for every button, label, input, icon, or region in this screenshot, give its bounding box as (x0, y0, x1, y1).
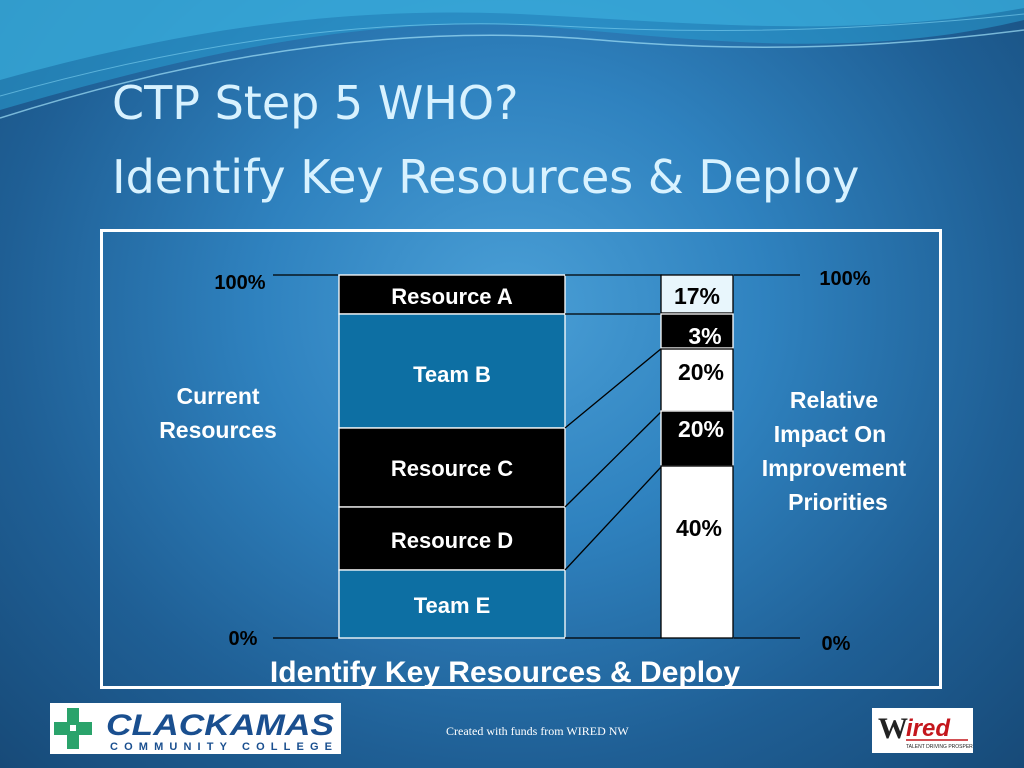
resource-c-block (338, 427, 566, 508)
right-caption-line-3: Improvement (762, 455, 907, 481)
svg-text:ired: ired (906, 715, 951, 742)
right-caption-line-2: Impact On (774, 421, 886, 447)
team-b-block (338, 313, 566, 429)
connector-line-3 (564, 347, 663, 429)
left-axis-top-label: 100% (214, 272, 265, 294)
impact-segment-3 (660, 313, 734, 349)
left-caption-line-2: Resources (159, 417, 277, 443)
diagram-bottom-caption: Identify Key Resources & Deploy (270, 656, 740, 689)
svg-text:TALENT DRIVING PROSPERITY: TALENT DRIVING PROSPERITY (906, 744, 973, 750)
impact-segment-40 (660, 465, 734, 639)
svg-text:CLACKAMAS: CLACKAMAS (106, 709, 334, 742)
right-caption-line-1: Relative (790, 387, 878, 413)
impact-label-20a: 20% (678, 359, 724, 385)
left-caption-line-1: Current (176, 383, 259, 409)
resource-d-label: Resource D (391, 528, 513, 553)
impact-label-20b: 20% (678, 416, 724, 442)
wired-logo: W ired TALENT DRIVING PROSPERITY (872, 708, 973, 753)
left-axis-bottom-label: 0% (229, 628, 258, 650)
resource-a-block (338, 274, 566, 315)
right-axis-top-label: 100% (819, 268, 870, 290)
right-axis-bottom-label: 0% (822, 633, 851, 655)
funding-note: Created with funds from WIRED NW (446, 724, 629, 738)
connector-line-5 (564, 465, 663, 571)
slide-title-line-1: CTP Step 5 WHO? (112, 76, 519, 130)
svg-text:COMMUNITY COLLEGE: COMMUNITY COLLEGE (110, 741, 332, 753)
impact-segment-17 (660, 274, 734, 314)
impact-label-17: 17% (674, 283, 720, 309)
team-e-block (338, 569, 566, 639)
resource-a-label: Resource A (391, 284, 513, 309)
team-b-label: Team B (413, 362, 491, 387)
team-e-label: Team E (414, 593, 491, 618)
impact-label-40: 40% (676, 515, 722, 541)
clackamas-community-college-logo: CLACKAMAS COMMUNITY COLLEGE (50, 703, 341, 754)
header-wave-decoration (0, 0, 1024, 119)
resource-c-label: Resource C (391, 456, 513, 481)
svg-text:W: W (878, 712, 908, 745)
connector-line-4 (564, 410, 663, 508)
impact-label-3: 3% (688, 323, 721, 349)
slide-title-line-2: Identify Key Resources & Deploy (112, 150, 860, 204)
resource-d-block (338, 506, 566, 571)
right-caption-line-4: Priorities (788, 489, 888, 515)
diagram-frame (100, 229, 942, 689)
impact-segment-20b (660, 410, 734, 467)
